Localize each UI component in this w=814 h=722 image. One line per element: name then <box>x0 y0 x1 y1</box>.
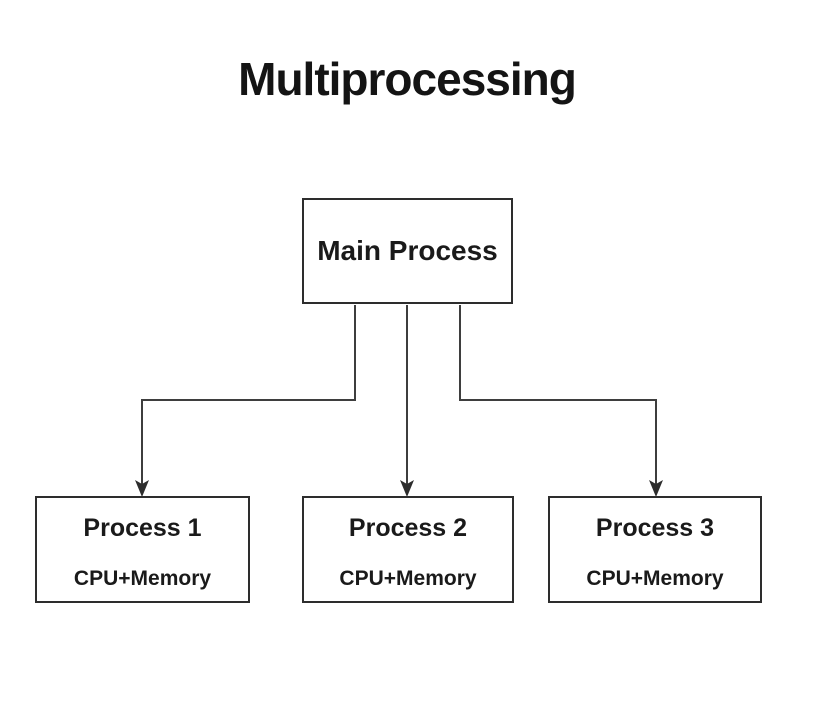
connector-main-to-process-3 <box>459 305 663 497</box>
connector-main-to-process-1 <box>135 305 356 497</box>
process-2-sublabel: CPU+Memory <box>339 566 477 590</box>
process-2-label: Process 2 <box>348 513 468 542</box>
process-3-sublabel: CPU+Memory <box>586 566 724 590</box>
process-3-label: Process 3 <box>595 513 715 542</box>
node-main-process: Main Process <box>302 198 513 304</box>
arrowhead-process-2 <box>400 480 414 497</box>
process-1-sublabel: CPU+Memory <box>73 566 212 590</box>
arrowhead-process-3 <box>649 480 663 497</box>
node-process-2: Process 2 CPU+Memory <box>302 496 514 603</box>
diagram-title: Multiprocessing <box>238 53 577 105</box>
main-process-label: Main Process <box>317 235 498 266</box>
connector-main-to-process-2 <box>400 305 414 497</box>
arrowhead-process-1 <box>135 480 149 497</box>
process-1-label: Process 1 <box>83 513 202 542</box>
node-process-1: Process 1 CPU+Memory <box>35 496 250 603</box>
node-process-3: Process 3 CPU+Memory <box>548 496 762 603</box>
